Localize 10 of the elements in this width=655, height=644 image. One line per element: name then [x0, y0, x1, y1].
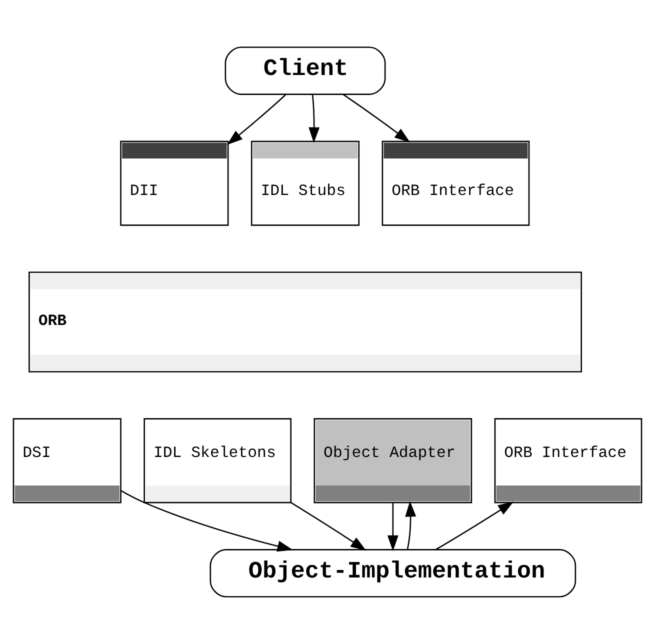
arrow [387, 502, 398, 552]
arrow [435, 502, 514, 550]
arrow [290, 502, 366, 551]
arrow [405, 500, 416, 550]
arrow [343, 94, 410, 142]
arrow [120, 490, 294, 552]
arrow [308, 94, 320, 144]
node-box: Object-Implementation [210, 549, 576, 598]
node-box: Client [224, 46, 386, 95]
arrow [226, 94, 286, 145]
